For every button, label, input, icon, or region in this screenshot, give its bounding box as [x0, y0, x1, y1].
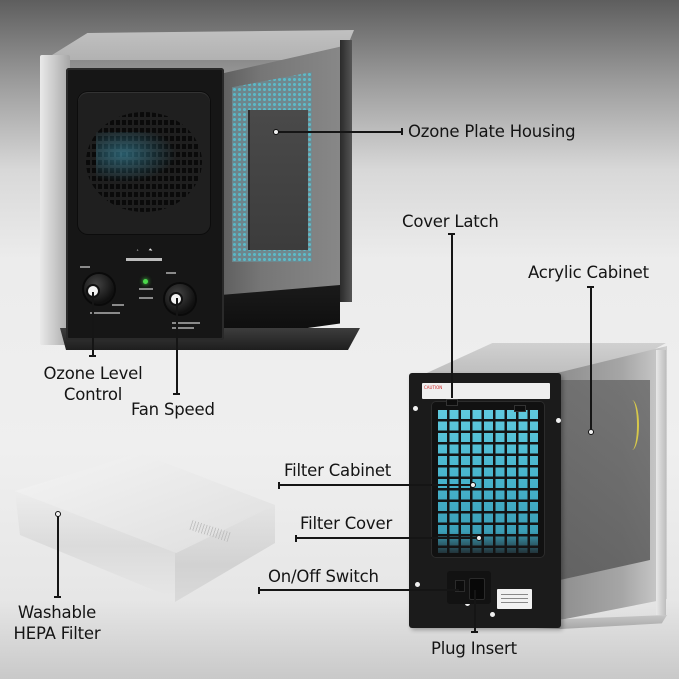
leader-line	[176, 298, 178, 394]
screw-icon	[415, 582, 420, 587]
internal-wire	[625, 400, 639, 450]
cover-latch-right[interactable]	[514, 405, 526, 412]
leader-tick	[173, 393, 180, 395]
label-cover-latch: Cover Latch	[402, 212, 499, 231]
label-filter-cabinet: Filter Cabinet	[284, 461, 392, 480]
ozone-level-knob[interactable]	[84, 274, 114, 304]
leader-tick	[89, 355, 96, 357]
panel-marking	[80, 266, 90, 268]
label-on-off-switch: On/Off Switch	[268, 567, 379, 586]
fan-speed-knob[interactable]	[165, 284, 195, 314]
acrylic-left-frame	[40, 55, 70, 345]
callout-dot	[470, 482, 476, 488]
leader-line	[259, 589, 459, 591]
label-acrylic-cabinet: Acrylic Cabinet	[528, 263, 649, 282]
fan-blue-glow	[96, 132, 186, 187]
fan-grille	[78, 92, 210, 234]
panel-marking	[139, 297, 153, 299]
plug-insert-socket[interactable]	[469, 578, 485, 600]
label-fan-speed: Fan Speed	[131, 400, 215, 419]
leader-line	[474, 590, 476, 632]
label-ozone-level-control: Ozone Level Control	[38, 363, 148, 405]
panel-marking	[172, 322, 200, 324]
leader-line	[590, 286, 592, 429]
label-line-1: Washable	[17, 603, 97, 622]
label-plug-insert: Plug Insert	[431, 639, 517, 658]
leader-line	[279, 484, 474, 486]
side-frame-edge	[340, 40, 352, 302]
screw-icon	[490, 612, 495, 617]
acrylic-edge	[656, 350, 666, 615]
callout-dot	[588, 429, 594, 435]
screw-icon	[556, 418, 561, 423]
label-line-2: Control	[63, 385, 123, 404]
screw-icon	[413, 406, 418, 411]
leader-tick	[54, 596, 61, 598]
label-washable-hepa-filter: Washable HEPA Filter	[4, 602, 110, 644]
panel-marking	[112, 304, 124, 306]
label-line-1: Ozone Level	[43, 364, 143, 383]
caution-label: CAUTION	[422, 383, 550, 399]
spec-sticker	[497, 589, 532, 609]
leader-line	[92, 292, 94, 356]
label-ozone-plate-housing: Ozone Plate Housing	[408, 122, 576, 141]
panel-marking	[139, 288, 153, 290]
leader-line	[57, 516, 59, 597]
leader-tick	[401, 128, 403, 135]
power-indicator-led	[143, 279, 148, 284]
caution-text: CAUTION	[424, 385, 443, 390]
label-line-2: HEPA Filter	[13, 624, 101, 643]
on-off-switch[interactable]	[455, 580, 465, 592]
filter-cabinet-grille	[438, 410, 538, 553]
acrylic-top-panel	[44, 30, 354, 60]
panel-marking	[90, 312, 120, 314]
leader-line	[296, 537, 476, 539]
leader-tick	[471, 631, 478, 633]
callout-dot	[476, 535, 482, 541]
panel-marking	[166, 272, 176, 274]
leader-line	[278, 131, 402, 133]
leader-line	[451, 233, 453, 398]
cover-latch-left[interactable]	[446, 399, 458, 406]
label-filter-cover: Filter Cover	[300, 514, 393, 533]
brand-wordmark	[126, 258, 162, 261]
panel-marking	[172, 327, 194, 329]
